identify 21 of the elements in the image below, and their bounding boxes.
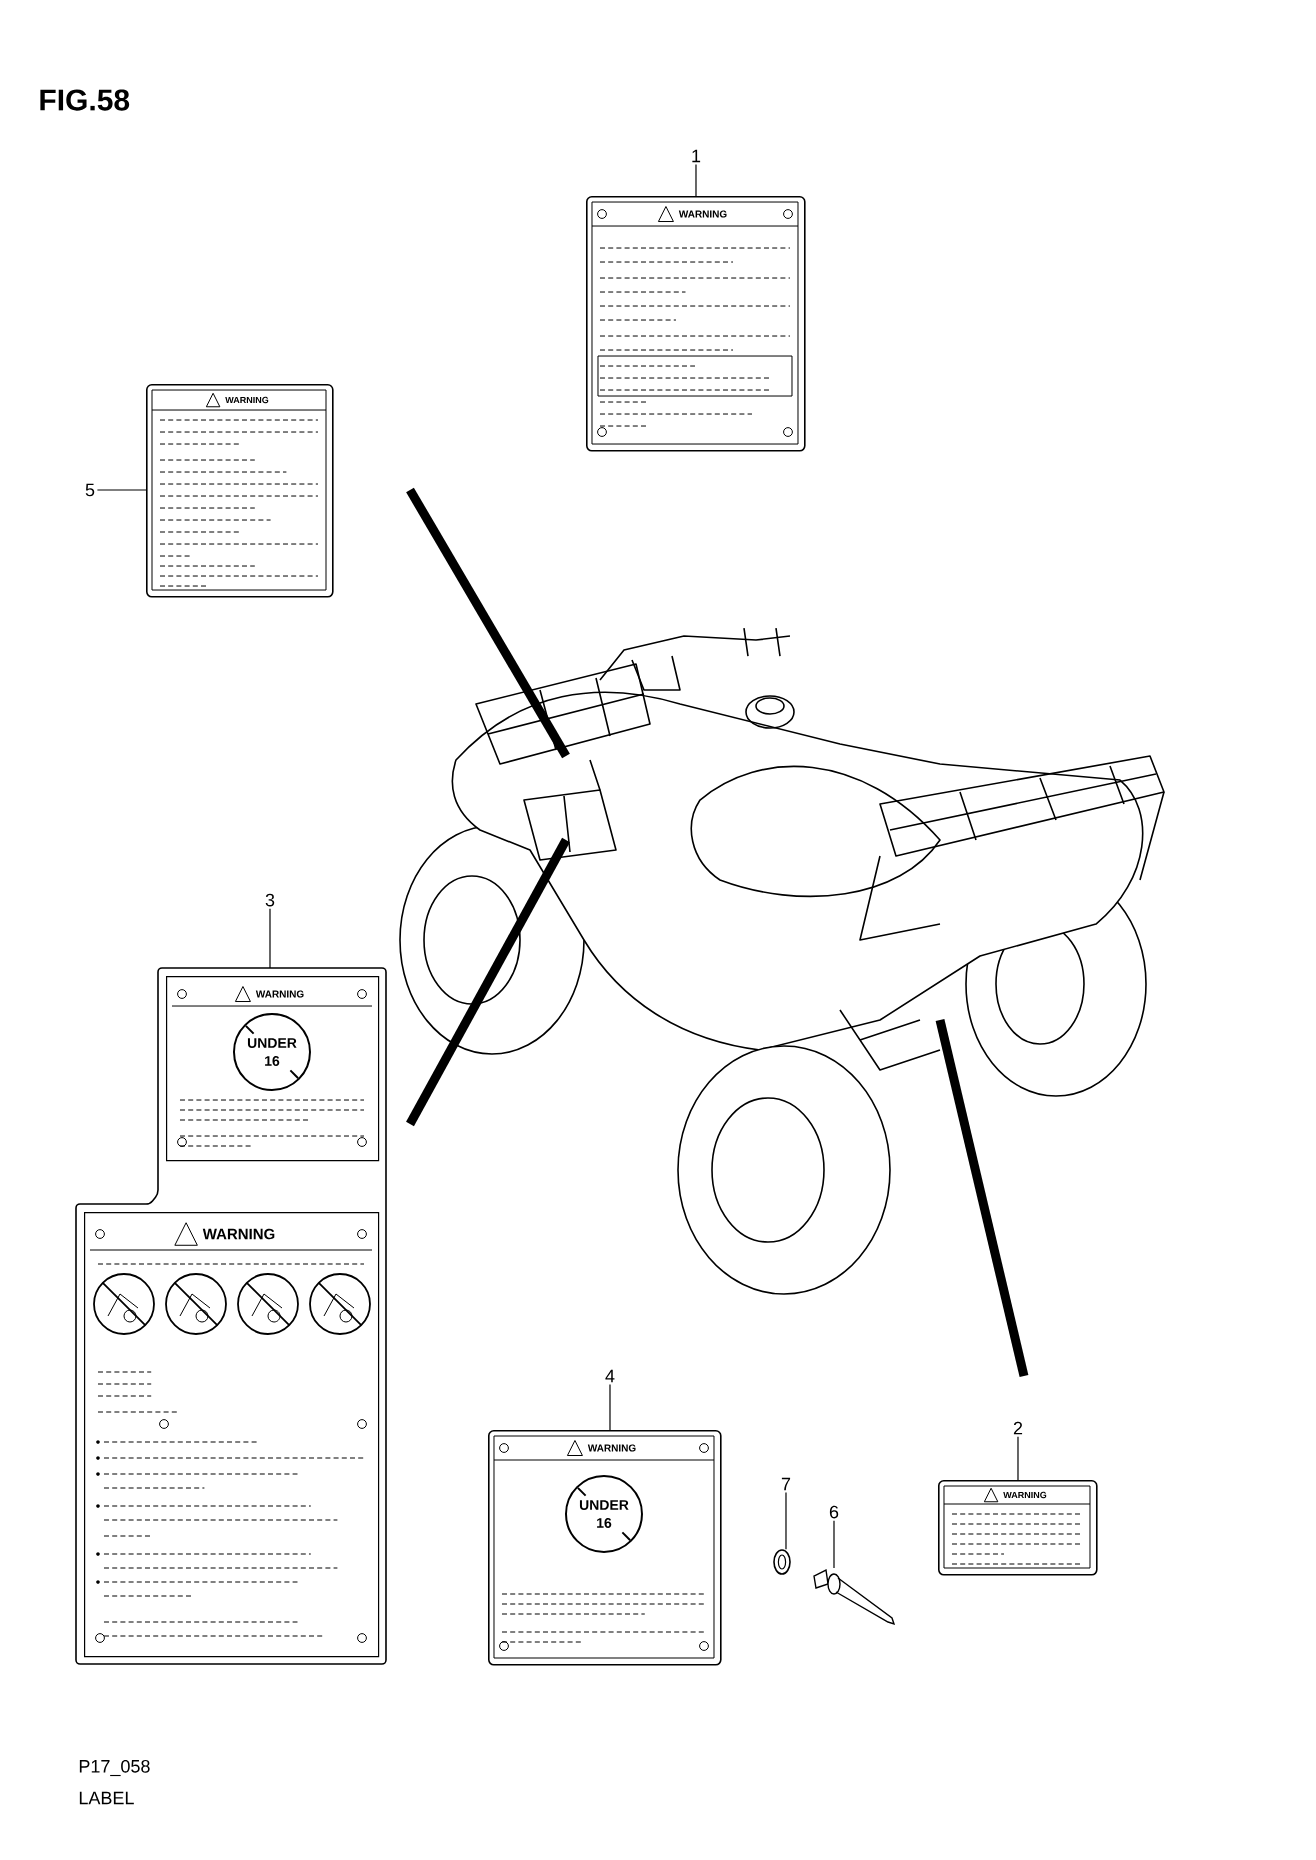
callout-number: 6 [829, 1505, 839, 1519]
drawing-code: P17_058 [79, 1759, 150, 1777]
callout-number: 7 [781, 1477, 791, 1491]
leader-line [609, 1384, 611, 1431]
leader-line [1017, 1436, 1019, 1481]
parts-caption: LABEL [79, 1791, 134, 1805]
leader-line [695, 164, 697, 197]
callout-number: 1 [692, 149, 701, 163]
leader-line [269, 908, 271, 969]
figure-title: FIG.58 [40, 89, 130, 111]
callout-number: 4 [605, 1369, 615, 1383]
label-sheet [75, 967, 387, 1665]
callout-number: 5 [85, 483, 95, 497]
leader-line [96, 489, 147, 491]
callout-number: 3 [265, 893, 275, 907]
callout-number: 2 [1013, 1421, 1023, 1435]
rivet-drawing [813, 1568, 896, 1626]
leader-line [833, 1520, 835, 1569]
atv-drawing [399, 627, 1165, 1295]
leader-line [785, 1492, 787, 1550]
washer-drawing [773, 1549, 791, 1575]
